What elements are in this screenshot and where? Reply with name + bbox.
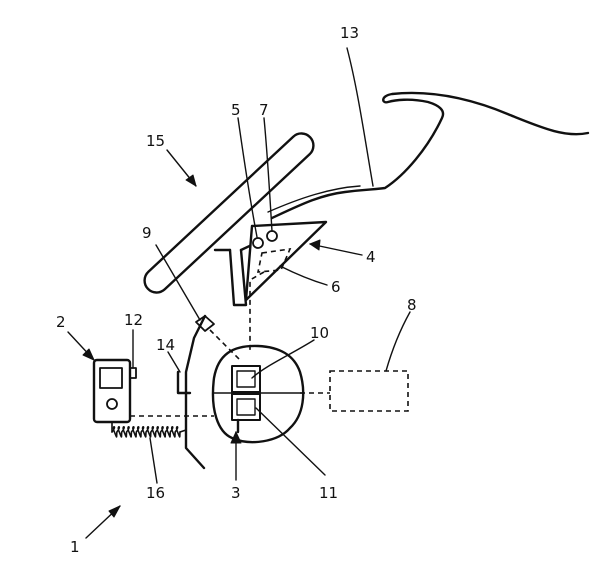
handheld-screen	[99, 367, 123, 389]
external-module-8	[329, 370, 409, 412]
steering-column	[228, 248, 248, 307]
leader-7	[263, 117, 273, 232]
label-15: 15	[146, 132, 165, 150]
module-6	[256, 248, 292, 273]
label-2: 2	[56, 313, 66, 331]
label-1: 1	[70, 538, 80, 556]
leader-6	[279, 265, 328, 286]
indicator-5	[252, 237, 264, 249]
module-10-outer	[231, 365, 261, 393]
leader-14	[167, 351, 181, 373]
instrument-panel	[244, 220, 328, 302]
label-14: 14	[156, 336, 175, 354]
module-11-inner	[236, 398, 256, 416]
label-9: 9	[142, 224, 152, 242]
indicator-7	[266, 230, 278, 242]
label-6: 6	[331, 278, 341, 296]
leader-8	[385, 311, 411, 372]
dashed-link-connector-unit	[209, 329, 241, 361]
handheld-side-button-12	[129, 367, 137, 379]
label-10: 10	[310, 324, 329, 342]
label-13: 13	[340, 24, 359, 42]
handheld-button	[106, 398, 118, 410]
leader-13	[346, 47, 374, 187]
leader-11	[255, 407, 326, 476]
module-10-inner	[236, 370, 256, 388]
arrowhead-2	[82, 348, 95, 361]
vehicle-body-inner-line	[267, 185, 361, 213]
arrowhead-15	[185, 174, 197, 187]
module-11-outer	[231, 393, 261, 421]
harness-line	[184, 314, 207, 470]
label-4: 4	[366, 248, 376, 266]
label-16: 16	[146, 484, 165, 502]
cable-end	[111, 421, 187, 433]
coiled-cable-16	[111, 425, 181, 438]
label-5: 5	[231, 101, 241, 119]
leader-10	[251, 339, 315, 379]
leader-9	[155, 244, 201, 321]
arrowhead-1	[108, 505, 121, 518]
leader-16	[149, 437, 158, 484]
label-11: 11	[319, 484, 338, 502]
label-12: 12	[124, 311, 143, 329]
control-unit-housing	[211, 344, 305, 444]
steering-wheel	[143, 132, 315, 294]
label-7: 7	[259, 101, 269, 119]
label-8: 8	[407, 296, 417, 314]
leader-lines	[67, 47, 411, 539]
bracket-14	[176, 370, 192, 395]
label-3: 3	[231, 484, 241, 502]
vehicle-body-outline	[270, 91, 590, 220]
arrowhead-4	[309, 239, 321, 251]
leader-5	[237, 117, 258, 238]
arrowhead-3	[230, 431, 242, 444]
